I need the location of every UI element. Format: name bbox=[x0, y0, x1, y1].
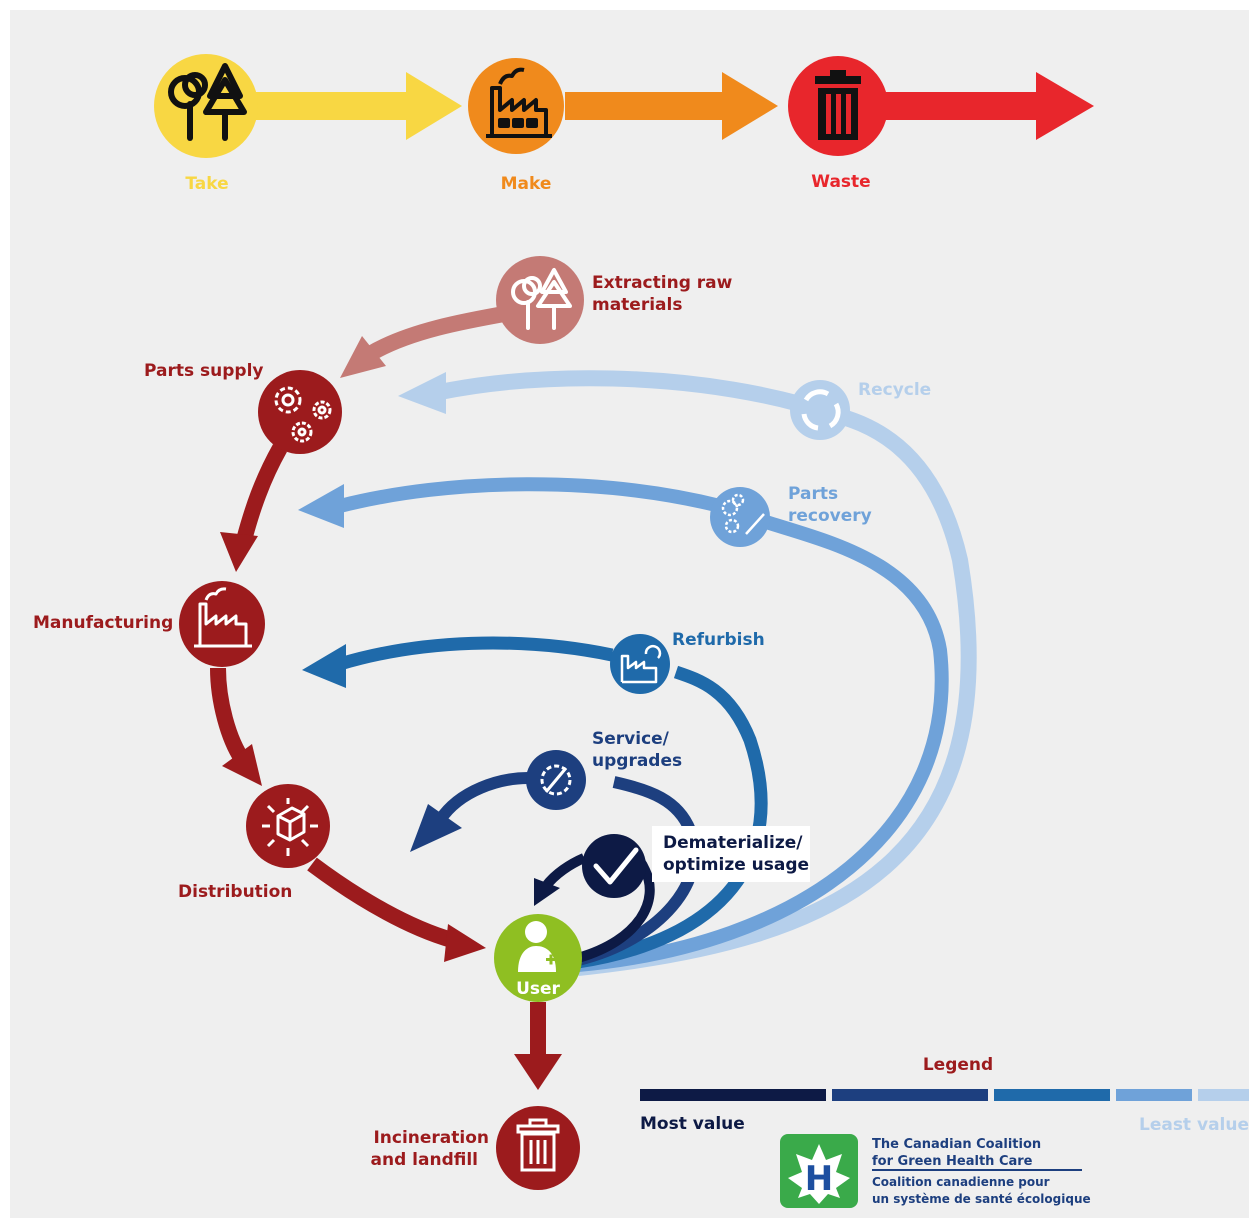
recycle-loop bbox=[398, 370, 977, 976]
take-node bbox=[154, 54, 258, 158]
gears-wrench-icon bbox=[721, 493, 765, 535]
logo-letter: H bbox=[805, 1159, 833, 1199]
take-label: Take bbox=[185, 174, 228, 194]
parts-recovery-loop bbox=[298, 477, 949, 972]
waste-node bbox=[788, 56, 888, 156]
trees-icon bbox=[168, 63, 247, 141]
legend-swatch-3 bbox=[994, 1089, 1110, 1101]
maple-leaf-icon bbox=[788, 1144, 850, 1204]
parts-supply-label: Parts supply bbox=[144, 361, 264, 381]
org-name-en-2: for Green Health Care bbox=[872, 1154, 1033, 1169]
linear-economy: Take Make Waste bbox=[154, 54, 1094, 194]
recycle-node bbox=[790, 380, 850, 440]
extracting-node bbox=[496, 256, 584, 344]
take-to-make-arrow bbox=[250, 72, 462, 140]
refurbish-label: Refurbish bbox=[672, 630, 765, 650]
manufacturing-label: Manufacturing bbox=[33, 613, 173, 633]
make-node bbox=[468, 58, 564, 154]
org-name-fr-2: un système de santé écologique bbox=[872, 1192, 1091, 1206]
dematerialize-label: Dematerialize/optimize usage bbox=[663, 833, 809, 875]
factory-refresh-icon bbox=[620, 644, 662, 684]
legend-most-label: Most value bbox=[640, 1114, 745, 1134]
legend-swatch-4 bbox=[1116, 1089, 1192, 1101]
legend: Legend Most value Least value bbox=[640, 1055, 1249, 1135]
org-name-en-1: The Canadian Coalition bbox=[872, 1137, 1041, 1152]
legend-swatch-least bbox=[1198, 1089, 1249, 1101]
factory-icon bbox=[194, 587, 252, 648]
circular-economy bbox=[210, 304, 977, 1090]
user-label: User bbox=[516, 979, 560, 999]
refurbish-loop bbox=[302, 636, 768, 969]
legend-swatch-most bbox=[640, 1089, 826, 1101]
parts-supply-node bbox=[258, 370, 342, 454]
legend-swatch-2 bbox=[832, 1089, 988, 1101]
user-icon bbox=[518, 921, 556, 972]
parts-recovery-node bbox=[710, 487, 770, 547]
recycle-label: Recycle bbox=[858, 380, 931, 400]
circular-nodes bbox=[179, 256, 850, 1190]
trees-icon bbox=[511, 268, 572, 330]
dematerialize-label-box bbox=[652, 826, 810, 882]
legend-title: Legend bbox=[923, 1055, 993, 1075]
dematerialize-node bbox=[582, 834, 646, 898]
distribution-node bbox=[246, 784, 330, 868]
refurbish-node bbox=[610, 634, 670, 694]
box-distribution-icon bbox=[262, 798, 318, 856]
wrench-gear-icon bbox=[540, 764, 572, 796]
checkmark-icon bbox=[593, 847, 639, 885]
trash-bin-icon bbox=[516, 1118, 560, 1172]
recycle-icon bbox=[801, 389, 841, 431]
incineration-node bbox=[496, 1106, 580, 1190]
make-label: Make bbox=[501, 174, 552, 194]
factory-icon bbox=[486, 67, 552, 138]
gears-icon bbox=[274, 386, 332, 443]
legend-least-label: Least value bbox=[1139, 1115, 1249, 1135]
organization-logo: H The Canadian Coalition for Green Healt… bbox=[780, 1134, 1091, 1208]
distribution-label: Distribution bbox=[178, 882, 292, 902]
org-name-fr-1: Coalition canadienne pour bbox=[872, 1175, 1050, 1189]
trash-bin-icon bbox=[815, 70, 861, 140]
waste-label: Waste bbox=[811, 172, 870, 192]
user-node bbox=[494, 914, 582, 1002]
waste-outgoing-arrow bbox=[880, 72, 1094, 140]
service-label: Service/upgrades bbox=[592, 729, 682, 771]
manufacturing-node bbox=[179, 581, 265, 667]
service-node bbox=[526, 750, 586, 810]
make-to-waste-arrow bbox=[565, 72, 778, 140]
